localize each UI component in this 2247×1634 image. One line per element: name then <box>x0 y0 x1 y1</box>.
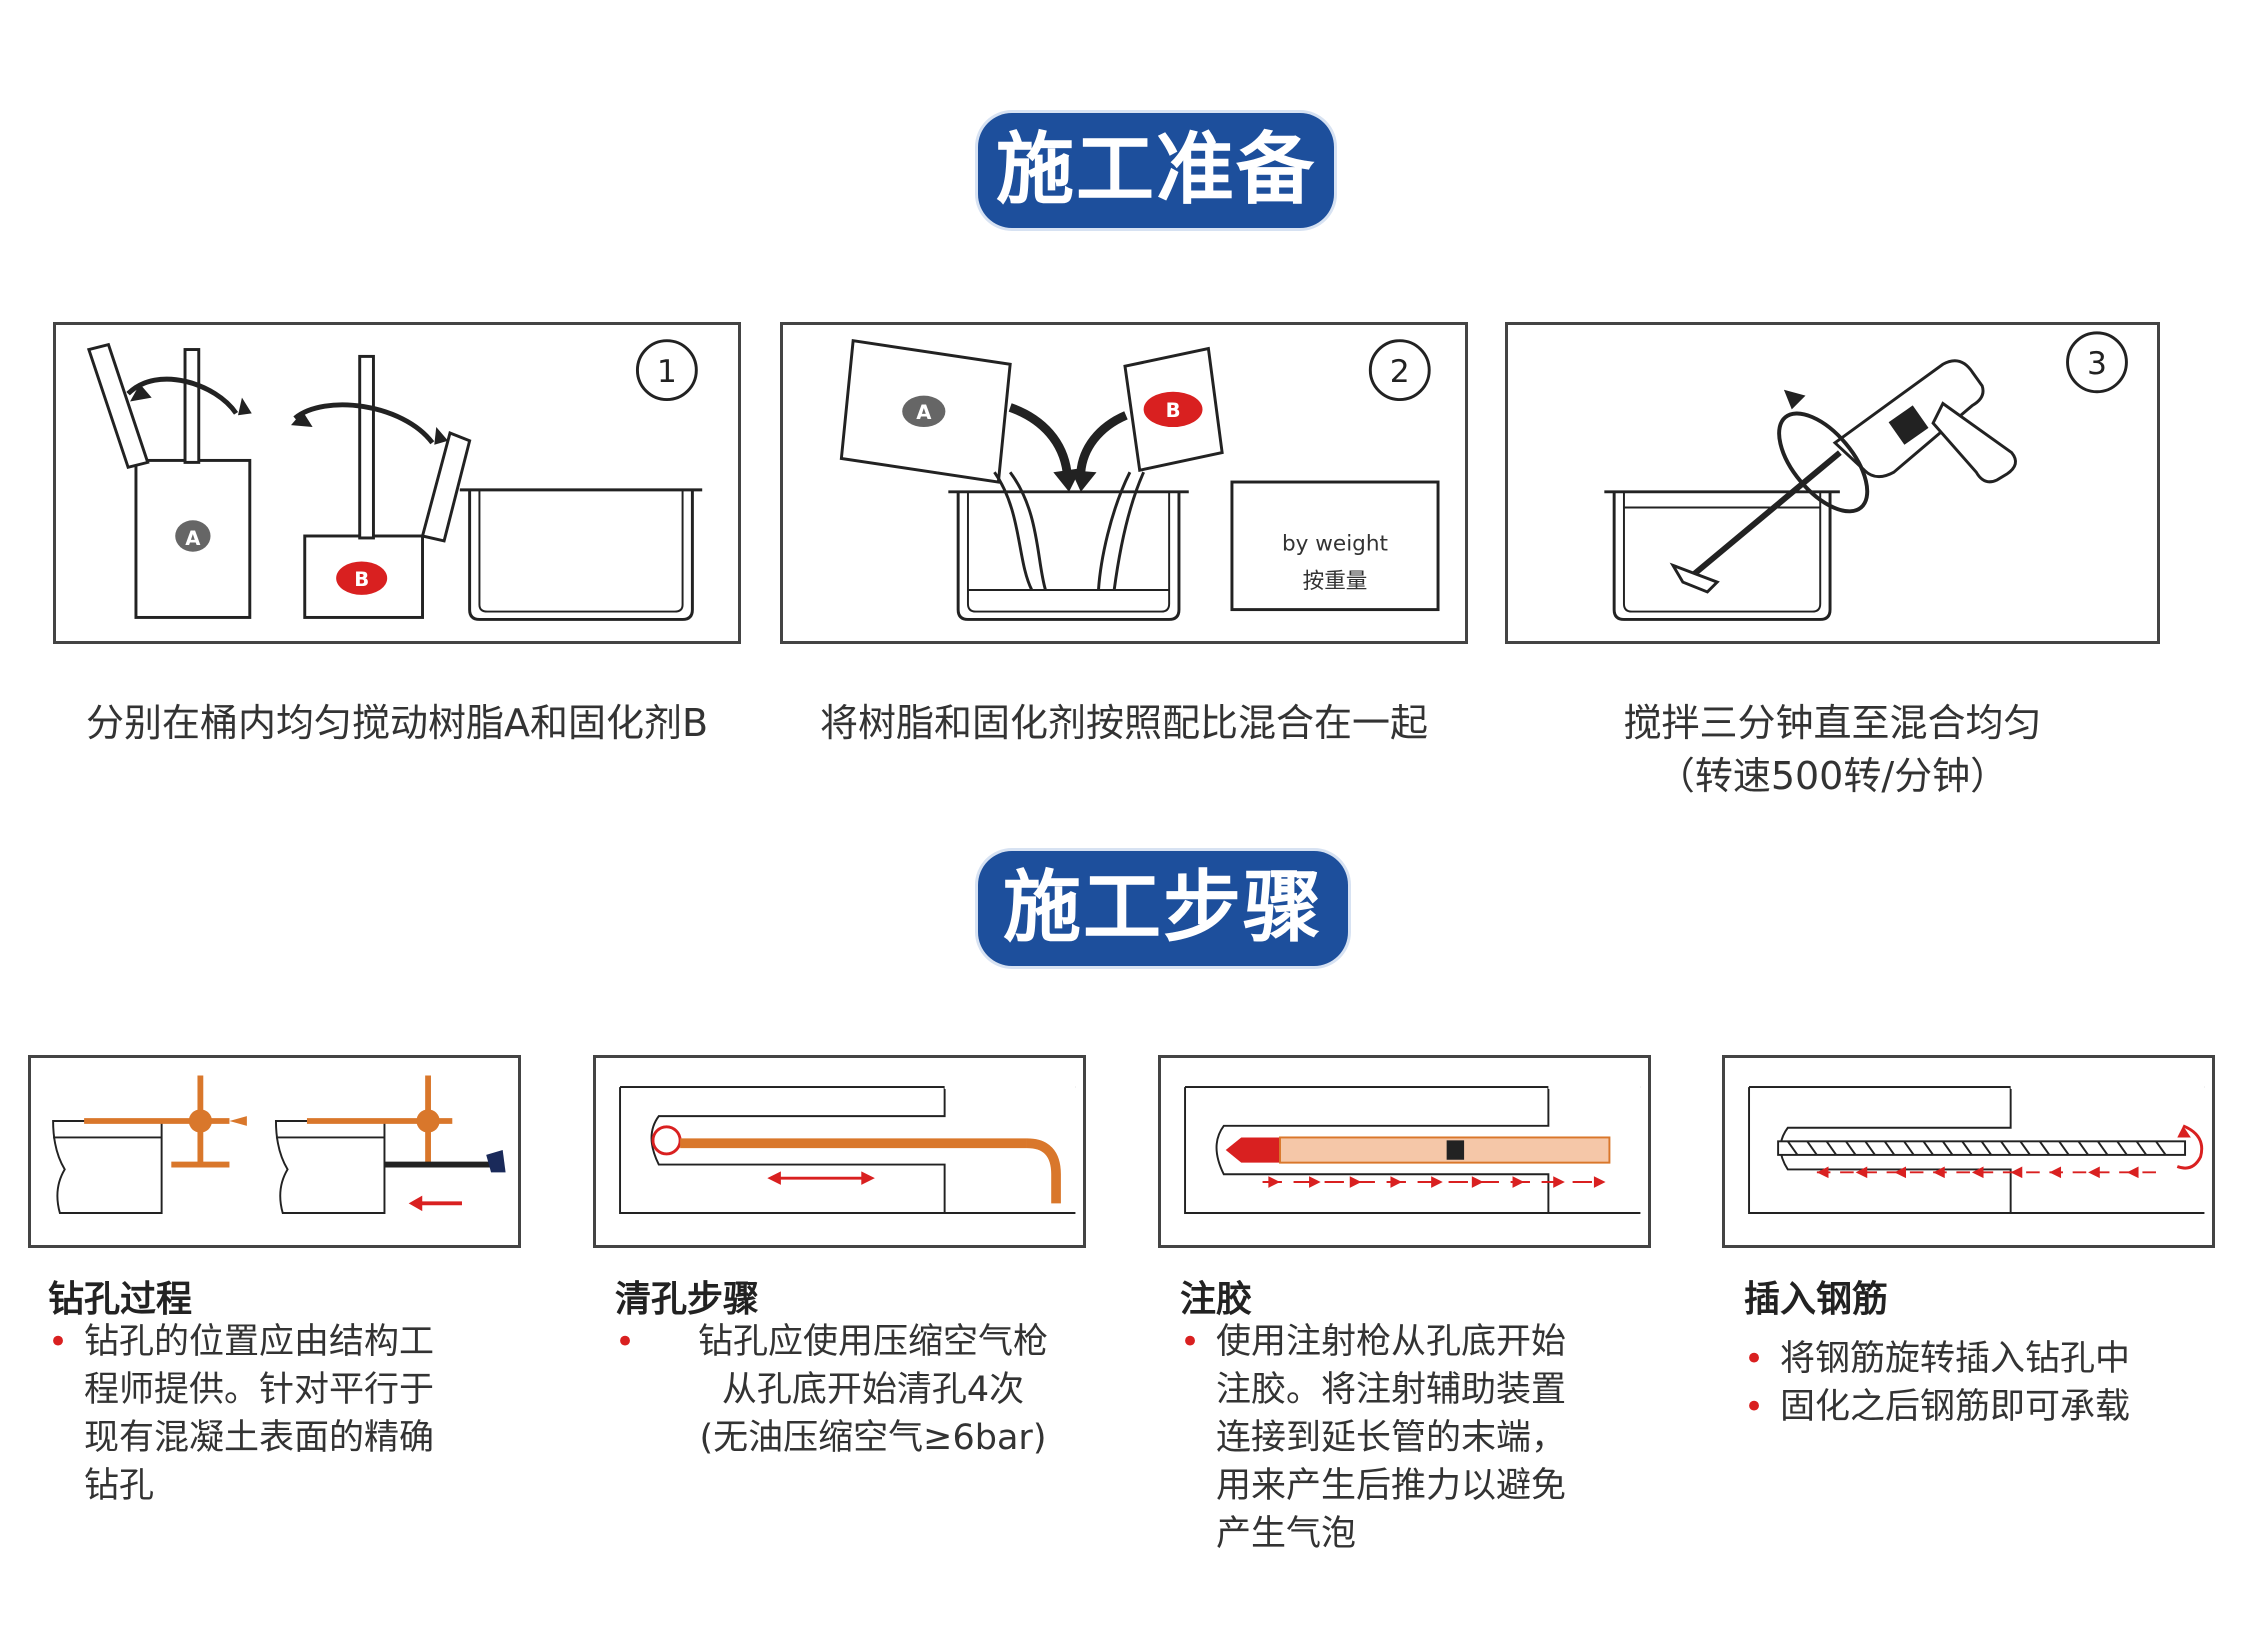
prep-panel-3: 3 <box>1505 322 2160 644</box>
step-title-cleaning: 清孔步骤 <box>615 1279 760 1320</box>
hole-cleaning-illustration <box>619 1085 1076 1214</box>
bullet-dot-icon: • <box>48 1322 69 1362</box>
step-bullet: •钻孔的位置应由结构工 程师提供。针对平行于 现有混凝土表面的精确 钻孔 <box>48 1318 528 1510</box>
svg-text:A: A <box>916 401 932 424</box>
bullet-dot-icon: • <box>615 1322 636 1362</box>
by-weight-box <box>1230 480 1440 612</box>
step-number-3-circle <box>2066 331 2128 394</box>
step-title-rebar: 插入钢筋 <box>1744 1279 1889 1320</box>
step-bullets-cleaning: •钻孔应使用压缩空气枪 从孔底开始清孔4次 (无油压缩空气≥6bar) <box>615 1318 1095 1462</box>
svg-text:2: 2 <box>1390 354 1410 390</box>
rebar-insertion-illustration <box>1748 1085 2205 1214</box>
svg-text:by weight: by weight <box>1282 532 1388 557</box>
bullet-dot-icon: • <box>1744 1387 1765 1427</box>
svg-text:3: 3 <box>2087 346 2107 382</box>
prep-caption-3-line1: 搅拌三分钟直至混合均匀 <box>1623 701 2042 745</box>
resin-a-badge-icon <box>902 395 946 428</box>
svg-text:B: B <box>354 568 369 591</box>
svg-text:B: B <box>1166 399 1181 422</box>
prep-caption-3-line2: （转速500转/分钟） <box>1656 754 2009 798</box>
drill-mixing-illustration: 3 <box>1604 331 2128 621</box>
stirring-buckets-illustration: A B 1 <box>86 339 703 621</box>
step-number-1-circle <box>635 339 698 402</box>
step-bullets-injection: •使用注射枪从孔底开始 注胶。将注射辅助装置 连接到延长管的末端， 用来产生后推… <box>1180 1318 1660 1558</box>
step-panel-cleaning <box>593 1055 1086 1248</box>
steps-section-title: 施工步骤 <box>978 851 1348 966</box>
step-bullets-drilling: •钻孔的位置应由结构工 程师提供。针对平行于 现有混凝土表面的精确 钻孔 <box>48 1318 528 1510</box>
svg-text:按重量: 按重量 <box>1303 569 1368 594</box>
step-number-2-circle <box>1368 339 1431 402</box>
mixing-illustration: A B by weight 按重量 2 <box>839 339 1440 621</box>
prep-panel-2: A B by weight 按重量 2 <box>780 322 1468 644</box>
step-panel-injection <box>1158 1055 1651 1248</box>
hardener-b-badge-icon <box>336 561 388 595</box>
svg-text:1: 1 <box>657 354 677 390</box>
bullet-dot-icon: • <box>1744 1339 1765 1379</box>
drilling-illustration <box>52 1075 506 1214</box>
resin-a-badge-icon <box>175 520 211 552</box>
hardener-b-badge-icon <box>1143 391 1203 428</box>
step-bullet: •固化之后钢筋即可承载 <box>1744 1383 2214 1431</box>
step-bullet: •使用注射枪从孔底开始 注胶。将注射辅助装置 连接到延长管的末端， 用来产生后推… <box>1180 1318 1660 1558</box>
prep-panel-1: A B 1 <box>53 322 741 644</box>
prep-caption-2: 将树脂和固化剂按照配比混合在一起 <box>819 701 1428 745</box>
step-bullets-rebar: •将钢筋旋转插入钻孔中 •固化之后钢筋即可承载 <box>1744 1335 2214 1431</box>
step-title-injection: 注胶 <box>1180 1279 1253 1320</box>
step-panel-drilling <box>28 1055 521 1248</box>
prep-caption-1: 分别在桶内均匀搅动树脂A和固化剂B <box>85 701 709 745</box>
bullet-dot-icon: • <box>1180 1322 1201 1362</box>
step-bullet: •钻孔应使用压缩空气枪 从孔底开始清孔4次 (无油压缩空气≥6bar) <box>615 1318 1095 1462</box>
step-title-drilling: 钻孔过程 <box>48 1279 193 1320</box>
prep-section-title: 施工准备 <box>978 113 1334 228</box>
injection-illustration <box>1184 1085 1641 1214</box>
step-bullet: •将钢筋旋转插入钻孔中 <box>1744 1335 2214 1383</box>
step-panel-rebar <box>1722 1055 2215 1248</box>
svg-text:A: A <box>185 527 201 550</box>
